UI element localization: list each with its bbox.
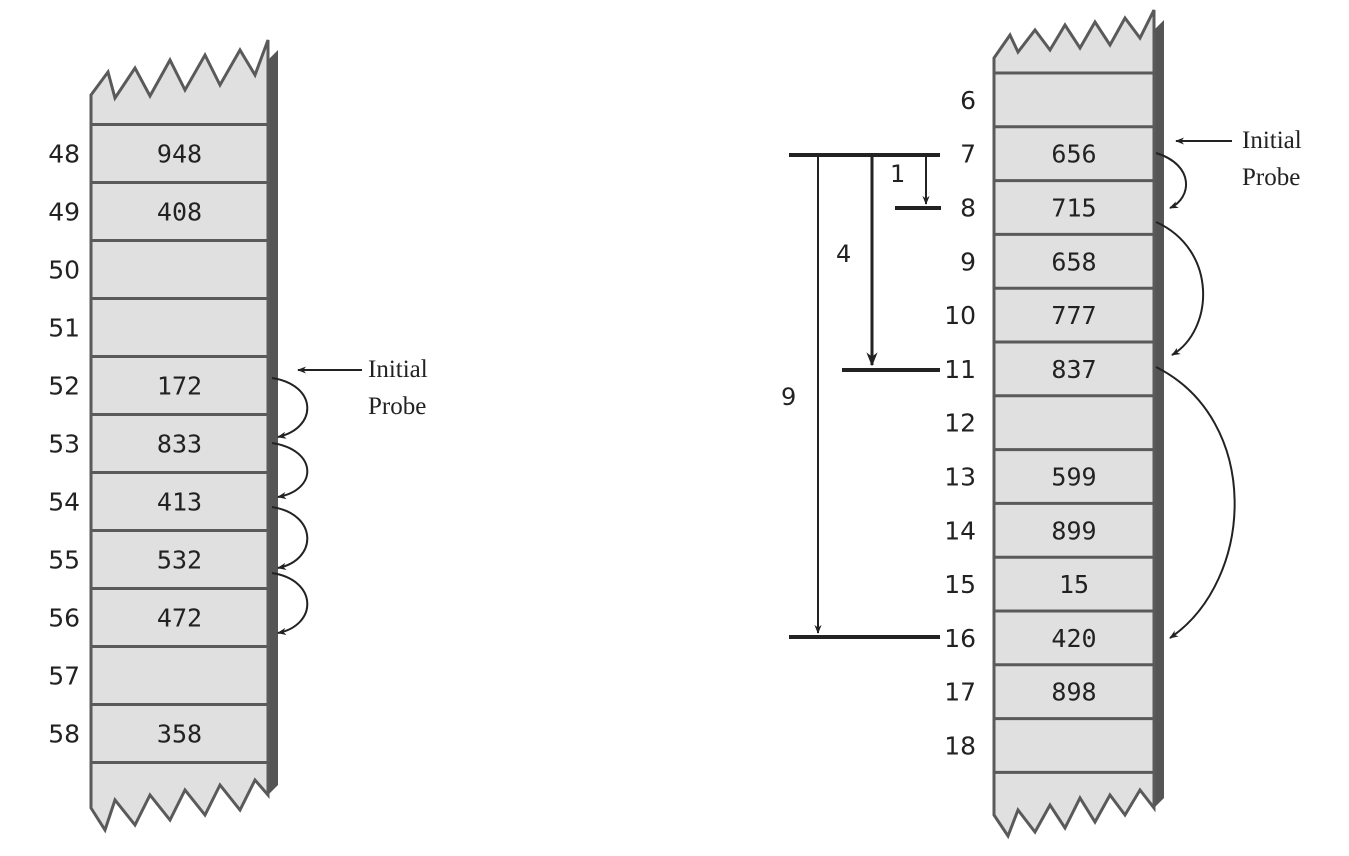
left-row-index: 53 xyxy=(48,430,80,459)
left-row-index: 52 xyxy=(48,372,80,401)
left-cell-value: 833 xyxy=(157,430,202,459)
right-row-index: 10 xyxy=(944,301,976,330)
left-row-index: 48 xyxy=(48,140,80,169)
right-row-index: 13 xyxy=(944,463,976,492)
right-probe-arrows xyxy=(1155,152,1236,639)
left-row-index: 58 xyxy=(48,720,80,749)
right-row-index: 7 xyxy=(960,140,976,169)
right-cell-value: 899 xyxy=(1051,516,1096,545)
left-table-body xyxy=(89,39,270,834)
right-row-index: 18 xyxy=(944,732,976,761)
left-row-index: 50 xyxy=(48,256,80,285)
left-probe-arrows xyxy=(271,377,309,635)
right-row-index: 16 xyxy=(944,624,976,653)
left-table-labels: 48 948 49 408 50 51 52 172 53 833 54 413 55 532 56 472 5… xyxy=(48,140,202,749)
right-cell-value: 15 xyxy=(1059,570,1089,599)
right-row-index: 6 xyxy=(960,86,976,115)
left-cell-value: 948 xyxy=(157,140,202,169)
right-cell-value: 715 xyxy=(1051,194,1096,223)
left-probe-arrow-55-56 xyxy=(271,572,309,635)
right-table-dividers xyxy=(994,71,1154,774)
right-probe-arrow-11-16 xyxy=(1155,366,1236,639)
left-row-index: 51 xyxy=(48,314,80,343)
left-initial-probe-label-line2: Probe xyxy=(368,393,426,420)
right-cell-value: 777 xyxy=(1051,301,1096,330)
left-table-shadow xyxy=(268,50,278,795)
left-cell-value: 358 xyxy=(157,720,202,749)
probe-distance-brackets xyxy=(789,153,941,639)
left-initial-probe-label-line1: Initial xyxy=(368,356,428,383)
right-row-index: 15 xyxy=(944,570,976,599)
right-cell-value: 420 xyxy=(1051,624,1096,653)
left-probe-arrow-52-53 xyxy=(271,377,309,439)
right-probe-arrow-7-8 xyxy=(1155,152,1187,209)
right-initial-probe-label-line1: Initial xyxy=(1242,127,1302,154)
step-label-1: 1 xyxy=(890,160,905,188)
left-cell-value: 408 xyxy=(157,198,202,227)
right-table-body xyxy=(992,9,1156,840)
left-row-index: 56 xyxy=(48,604,80,633)
left-row-index: 55 xyxy=(48,546,80,575)
left-cell-value: 532 xyxy=(157,546,202,575)
left-row-index: 57 xyxy=(48,662,80,691)
right-row-index: 17 xyxy=(944,678,976,707)
right-row-index: 12 xyxy=(944,409,976,438)
right-cell-value: 656 xyxy=(1051,140,1096,169)
right-probe-arrow-8-11 xyxy=(1155,221,1205,356)
left-probe-arrow-53-54 xyxy=(271,442,309,500)
right-row-index: 11 xyxy=(944,355,976,384)
step-label-9: 9 xyxy=(781,383,796,411)
left-row-index: 54 xyxy=(48,488,80,517)
step-label-4: 4 xyxy=(836,240,851,268)
right-row-index: 8 xyxy=(960,194,976,223)
right-initial-probe-label-line2: Probe xyxy=(1242,164,1300,191)
right-table-labels: 6 7 656 8 715 9 658 10 777 11 837 12 13 599 14 899 15 15 1… xyxy=(944,86,1096,761)
right-row-index: 14 xyxy=(944,516,976,545)
left-cell-value: 172 xyxy=(157,372,202,401)
right-cell-value: 898 xyxy=(1051,678,1096,707)
right-cell-value: 658 xyxy=(1051,247,1096,276)
right-table-shadow xyxy=(1154,20,1164,808)
left-probe-arrow-54-55 xyxy=(271,506,309,570)
right-cell-value: 837 xyxy=(1051,355,1096,384)
right-cell-value: 599 xyxy=(1051,463,1096,492)
left-table-dividers xyxy=(91,123,268,764)
left-row-index: 49 xyxy=(48,198,80,227)
right-row-index: 9 xyxy=(960,247,976,276)
left-cell-value: 413 xyxy=(157,488,202,517)
left-hash-table: 48 948 49 408 50 51 52 172 53 833 54 413 55 532 56 472 5… xyxy=(48,39,428,834)
left-cell-value: 472 xyxy=(157,604,202,633)
